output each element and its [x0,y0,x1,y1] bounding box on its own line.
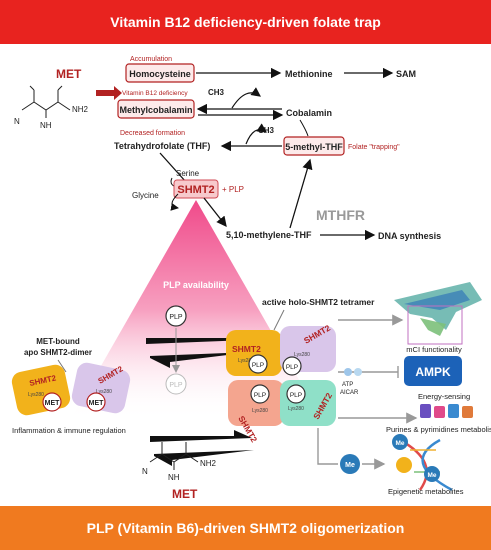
met-text-b: MET [89,400,105,407]
shmt2-box-top [173,179,219,199]
aicar-label: AICAR [340,390,359,396]
apo-dimer-label: apo SHMT2-dimer [24,348,92,357]
nh2-atom-bottom: NH2 [200,459,217,468]
me-circle-b [424,466,440,482]
holo-lys-d: Lys280 [288,406,304,412]
me-circle-left [340,454,360,474]
ampk-box [404,356,462,386]
holo-plp-d [286,384,306,404]
shmt2-label-top: SHMT2 [177,184,214,196]
cobalamin-label: Cobalamin [286,108,332,118]
holo-lys-b: Lys280 [294,352,310,358]
aicar-dot [354,368,362,376]
met-bound-label: MET-bound [36,337,80,346]
me-text-b: Me [427,472,436,479]
apo-dimer-pointer [57,359,67,373]
n-atom: N [14,117,20,126]
serine-label: Serine [176,169,200,178]
me-text-a: Me [395,440,404,447]
plus-plp-label: + PLP [222,185,244,194]
apo-lys-a: Lys280 [28,392,44,398]
methionine-label: Methionine [285,69,333,79]
nucleotide-icons [420,404,473,418]
inflammation-label: Inflammation & immune regulation [12,426,126,435]
purines-label: Purines & pyrimidines metabolism [386,425,491,434]
glycine-label: Glycine [132,191,159,200]
holo-plp-text-b: PLP [286,364,298,371]
decreased-formation-label: Decreased formation [120,130,185,137]
folate-trapping-label: Folate "trapping" [348,144,400,151]
met-circle-a [42,392,62,412]
bottom-banner: PLP (Vitamin B6)-driven SHMT2 oligomeriz… [0,506,491,550]
b12-deficiency-label: Vitamin B12 deficiency [122,90,188,97]
plp-circle-faded [165,373,187,395]
accumulation-label: Accumulation [130,56,172,63]
methylene-thf-label: 5,10-methylene-THF [226,230,312,240]
holo-subunit-yellow [226,330,282,376]
top-banner: Vitamin B12 deficiency-driven folate tra… [0,0,491,44]
holo-plp-c [250,384,270,404]
connector-thf-shmt2 [159,152,187,183]
nh-atom: NH [40,121,52,130]
arrow-shmt2-methylene [203,197,227,228]
homocysteine-label: Homocysteine [129,69,191,79]
holo-plp-a [248,354,268,374]
apo-dimer-subunit-lavender [71,362,131,414]
glycine-arc [170,193,179,211]
atp-dot [344,368,352,376]
methylcobalamin-label: Methylcobalamin [119,105,192,115]
methylthf-box [283,136,345,156]
mthfr-label: MTHFR [316,207,365,223]
met-label-top: MET [56,67,82,81]
methylthf-label: 5-methyl-THF [285,142,343,152]
met-text-a: MET [45,400,61,407]
metformin-structure-top [21,85,71,118]
holo-plp-b [282,356,302,376]
holo-subunit-salmon [228,380,284,426]
holo-pointer [273,309,285,331]
plp-availability-label: PLP availability [163,280,229,290]
connector-cobalamin [299,119,309,137]
dna-synthesis-label: DNA synthesis [378,231,441,241]
nh-atom-bottom: NH [168,473,180,482]
epigenetic-label: Epigenetic metabolites [388,487,464,496]
ch3-label-thf: CH3 [258,126,275,135]
metformin-structure-bottom [149,442,199,470]
holo-lys-c: Lys280 [252,408,268,414]
holo-lys-a: Lys280 [238,358,254,364]
holo-tetramer-label: active holo-SHMT2 tetramer [262,297,375,307]
energy-sensing-label: Energy-sensing [418,392,470,401]
holo-plp-text-d: PLP [290,392,302,399]
nh2-atom: NH2 [72,105,89,114]
mci-structure [394,282,482,345]
methylcobalamin-box [117,99,195,119]
curved-arrow-ch3-top [231,87,261,109]
ampk-label: AMPK [415,365,451,379]
plp-text-faded: PLP [169,382,183,389]
arrow-mthfr [289,158,313,229]
apo-lys-b: Lys280 [96,389,112,395]
plp-circle-top [165,305,187,327]
plus-circle [396,457,412,473]
sam-label: SAM [396,69,416,79]
atp-label: ATP [342,382,353,388]
plp-text-top: PLP [169,314,183,321]
holo-plp-text-c: PLP [254,392,266,399]
curved-arrow-ch3-thf [245,123,267,145]
me-text-left: Me [345,462,355,469]
holo-plp-text-a: PLP [252,362,264,369]
arrow-to-me [317,428,338,465]
holo-shmt2-a: SHMT2 [232,344,261,354]
met-label-bottom: MET [172,487,198,501]
homocysteine-box [125,63,195,83]
apo-dimer-subunit-yellow [11,364,71,416]
thf-label: Tetrahydrofolate (THF) [114,141,210,151]
mci-label: mCI functionality [406,345,462,354]
n-atom-bottom: N [142,467,148,476]
met-circle-b [86,392,106,412]
ch3-label-top: CH3 [208,88,225,97]
red-arrow [96,86,122,100]
me-circle-a [392,434,408,450]
